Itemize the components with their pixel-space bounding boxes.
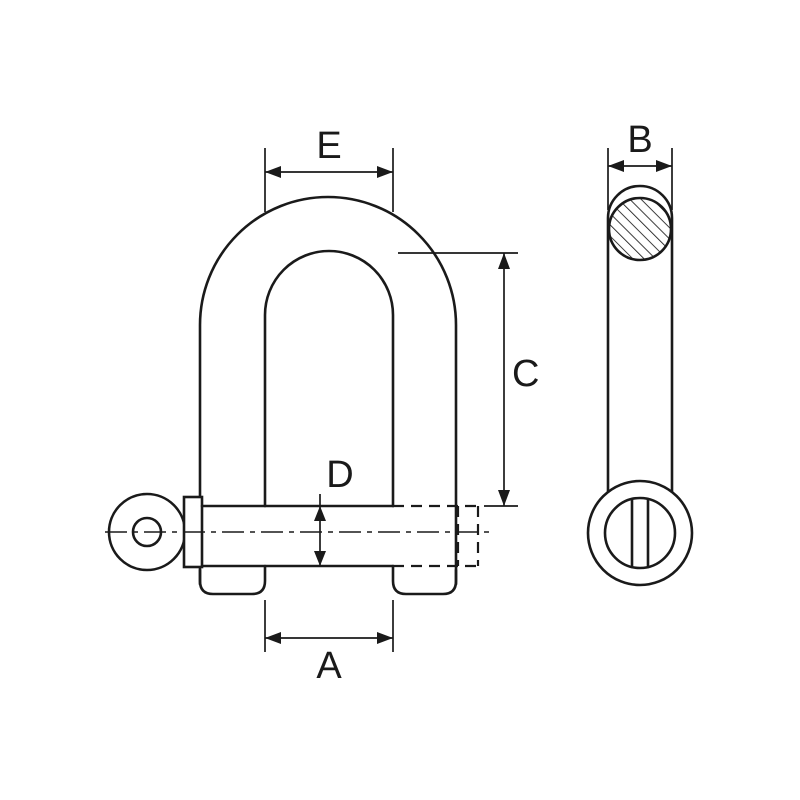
dim-c-arrow-bottom — [498, 490, 510, 506]
dimension-b: B — [607, 119, 673, 210]
dim-d-arrow-bottom — [314, 551, 326, 566]
dim-b-label: B — [627, 119, 652, 161]
shackle-side-view — [586, 184, 694, 587]
side-eye-inner — [603, 496, 677, 570]
dim-d-arrow-top — [314, 506, 326, 521]
dimension-c: C — [398, 252, 539, 507]
shackle-front-view — [105, 195, 494, 596]
left-leg-bottom — [198, 564, 267, 596]
right-leg-bottom — [391, 564, 458, 596]
dimension-d: D — [314, 454, 354, 566]
dim-e-arrow-left — [265, 166, 281, 178]
dim-e-arrow-right — [377, 166, 393, 178]
bar-cross-section — [607, 196, 673, 262]
dim-a-label: A — [316, 645, 342, 687]
dimension-e: E — [264, 125, 394, 212]
dim-c-label: C — [512, 353, 539, 395]
dim-c-arrow-top — [498, 253, 510, 269]
side-body-outline — [606, 184, 674, 494]
dim-b-arrow-left — [608, 160, 624, 172]
dim-e-label: E — [316, 125, 341, 167]
dim-b-arrow-right — [656, 160, 672, 172]
bow-outer-contour — [198, 195, 458, 586]
dim-d-label: D — [326, 454, 353, 496]
dim-a-arrow-right — [377, 632, 393, 644]
bow-inner-slot — [263, 249, 395, 508]
dimension-a: A — [264, 600, 394, 687]
dim-a-arrow-left — [265, 632, 281, 644]
side-eye-outer — [586, 479, 694, 587]
